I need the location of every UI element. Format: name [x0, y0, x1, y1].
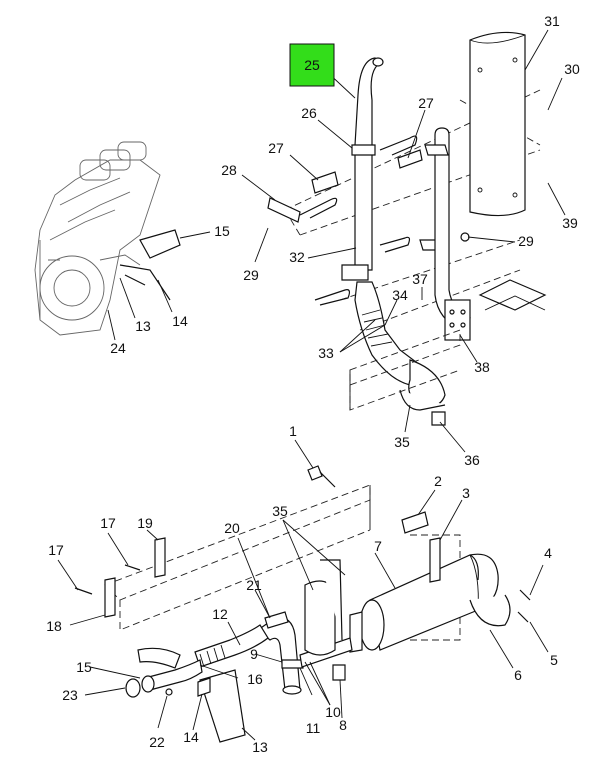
callout-18[interactable]: 18	[46, 618, 62, 634]
tail-pipe-vertical	[424, 127, 471, 341]
callout-37[interactable]: 37	[412, 271, 428, 287]
callout-22[interactable]: 22	[149, 734, 165, 750]
callout-38[interactable]: 38	[474, 359, 490, 375]
frame-rail-upper	[349, 329, 461, 426]
muffler	[349, 553, 499, 653]
highlight-box	[289, 43, 335, 87]
callout-14[interactable]: 14	[172, 313, 188, 329]
leader-lines	[57, 29, 566, 741]
callout-17[interactable]: 17	[48, 542, 64, 558]
pipe-shield-lower	[304, 559, 346, 681]
callout-13[interactable]: 13	[252, 739, 268, 755]
engine-illustration	[34, 141, 181, 336]
callout-5[interactable]: 5	[550, 652, 558, 668]
callout-9[interactable]: 9	[250, 646, 258, 662]
bolt-1	[307, 465, 336, 488]
callout-31[interactable]: 31	[544, 13, 560, 29]
exhaust-stack-pipe	[351, 57, 384, 271]
callout-19[interactable]: 19	[137, 515, 153, 531]
callout-20[interactable]: 20	[224, 520, 240, 536]
callout-34[interactable]: 34	[392, 287, 408, 303]
callout-13[interactable]: 13	[135, 318, 151, 334]
callout-27[interactable]: 27	[268, 140, 284, 156]
heat-shield	[469, 31, 526, 217]
callout-17[interactable]: 17	[100, 515, 116, 531]
callout-4[interactable]: 4	[544, 545, 552, 561]
stack-clamps	[267, 135, 470, 306]
callout-29[interactable]: 29	[243, 267, 259, 283]
callout-10[interactable]: 10	[325, 704, 341, 720]
callout-14[interactable]: 14	[183, 729, 199, 745]
callout-32[interactable]: 32	[289, 249, 305, 265]
muffler-clamps	[401, 511, 531, 627]
callout-29[interactable]: 29	[518, 233, 534, 249]
callout-labels: 26 27 27 28 29 29 30 31 32 33 34 35 36 3…	[46, 13, 580, 755]
callout-24[interactable]: 24	[110, 340, 126, 356]
callout-12[interactable]: 12	[212, 606, 228, 622]
callout-39[interactable]: 39	[562, 215, 578, 231]
callout-11[interactable]: 11	[306, 720, 321, 736]
callout-35[interactable]: 35	[394, 434, 410, 450]
callout-25[interactable]: 25	[304, 57, 320, 73]
callout-33[interactable]: 33	[318, 345, 334, 361]
callout-6[interactable]: 6	[514, 667, 522, 683]
flex-pipe	[354, 281, 446, 411]
callout-1[interactable]: 1	[289, 423, 297, 439]
turbo-outlet-pipe	[125, 624, 269, 698]
callout-26[interactable]: 26	[301, 105, 317, 121]
callout-35[interactable]: 35	[272, 503, 288, 519]
bracket-right	[478, 279, 547, 311]
left-mount-brackets	[74, 537, 166, 618]
callout-30[interactable]: 30	[564, 61, 580, 77]
callout-7[interactable]: 7	[374, 538, 382, 554]
callout-8[interactable]: 8	[339, 717, 347, 733]
callout-27[interactable]: 27	[418, 95, 434, 111]
callout-15[interactable]: 15	[76, 659, 92, 675]
callout-2[interactable]: 2	[434, 473, 442, 489]
callout-3[interactable]: 3	[462, 485, 470, 501]
callout-16[interactable]: 16	[247, 671, 263, 687]
callout-15[interactable]: 15	[214, 223, 230, 239]
callout-36[interactable]: 36	[464, 452, 480, 468]
callout-21[interactable]: 21	[246, 577, 262, 593]
callout-23[interactable]: 23	[62, 687, 78, 703]
callout-28[interactable]: 28	[221, 162, 237, 178]
